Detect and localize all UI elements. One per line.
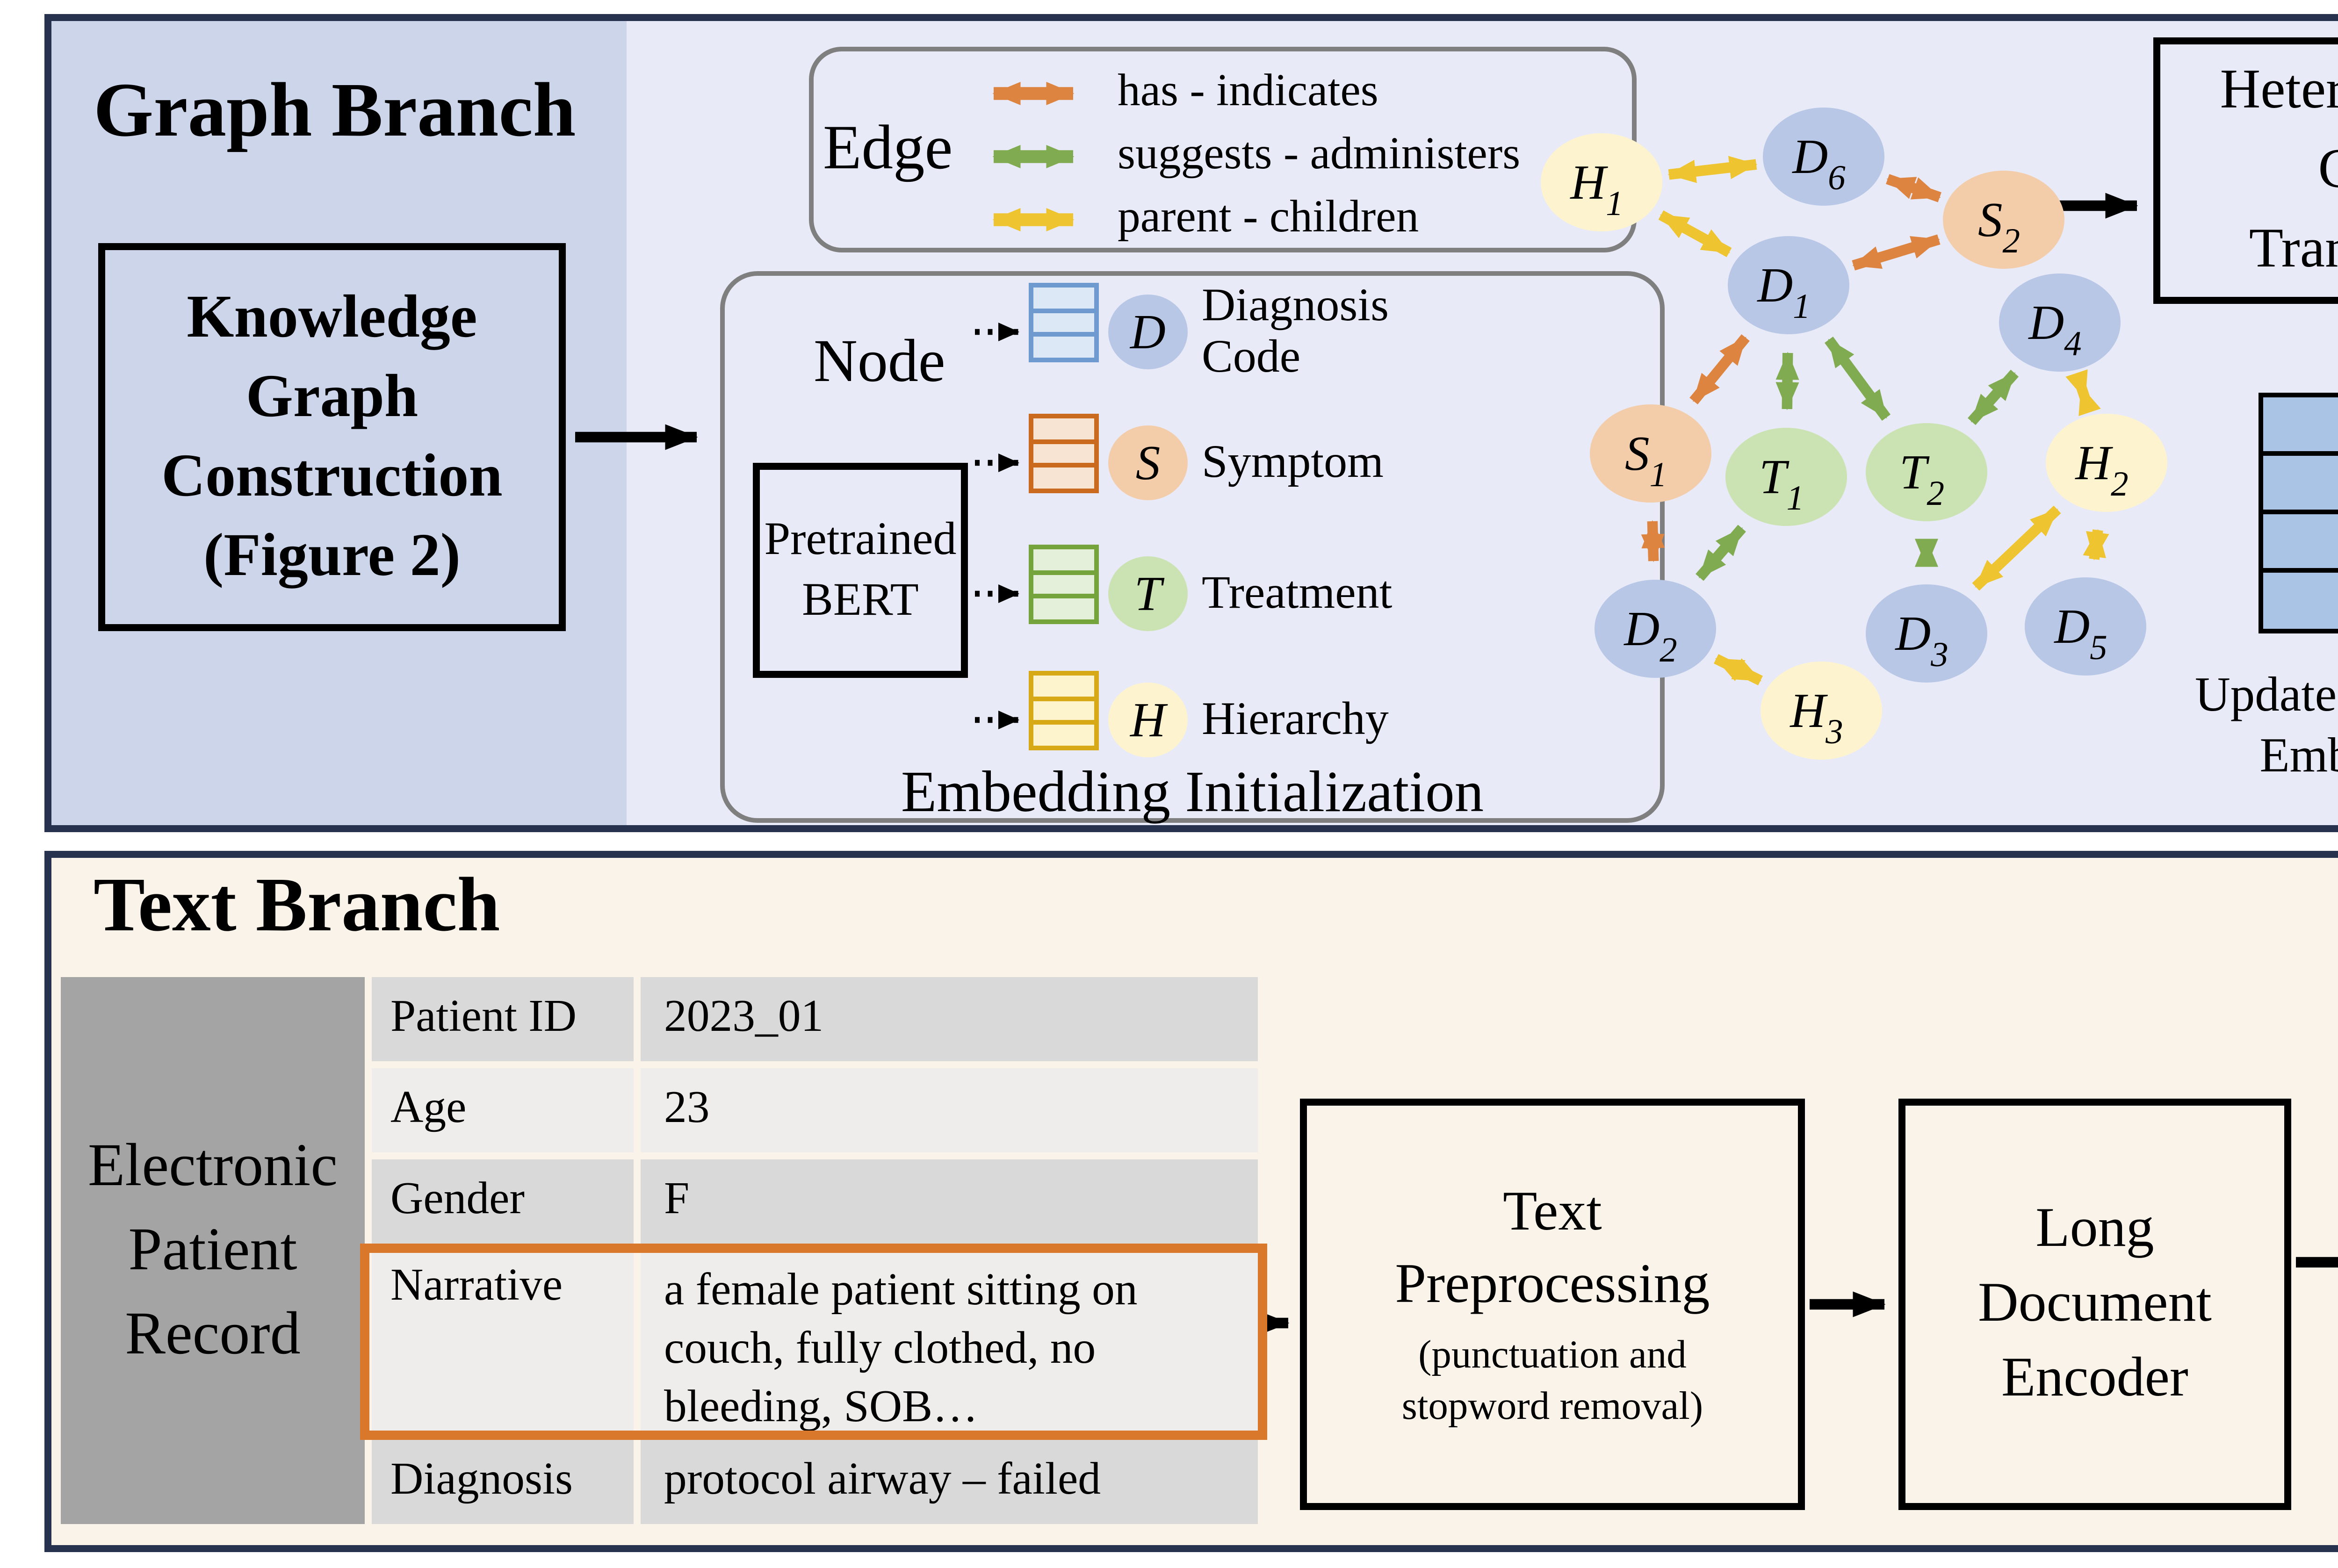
edge-legend-rows: has - indicates suggests - administers par… (963, 61, 1520, 250)
table-value-patient-id: 2023_01 (641, 977, 1258, 1061)
t-type-label: Treatment (1202, 568, 1393, 619)
table-label-patient-id: Patient ID (372, 977, 634, 1061)
text-preprocessing-box: Text Preprocessing (punctuation and stop… (1300, 1099, 1805, 1510)
d-node-letter: D (1108, 295, 1188, 369)
electronic-patient-record-cell: Electronic Patient Record (61, 977, 365, 1524)
table-label-gender: Gender (372, 1159, 634, 1244)
long-document-encoder-box: Long Document Encoder (1898, 1099, 2291, 1510)
t-embedding-stack-icon (1029, 545, 1099, 624)
edge-legend-row: suggests - administers (963, 124, 1520, 187)
h-node-letter: H (1108, 683, 1188, 757)
diagnosis-embedding-stack: D*1D*2...D*L (2259, 393, 2338, 633)
edge-legend-label: parent - children (1118, 193, 1419, 242)
table-value-age: 23 (641, 1068, 1258, 1152)
dstack-row-3: D*L (2259, 568, 2338, 633)
text-branch-title: Text Branch (94, 865, 500, 949)
h-embedding-stack-icon (1029, 671, 1099, 750)
edge-legend-label: has - indicates (1118, 66, 1378, 116)
knowledge-graph-construction-box: Knowledge Graph Construction (Figure 2) (98, 243, 566, 631)
edge-legend-row: parent - children (963, 187, 1520, 250)
edge-legend-title: Edge (823, 112, 953, 182)
narrative-highlight-border (360, 1244, 1267, 1440)
table-value-diagnosis: protocol airway – failed (641, 1440, 1258, 1524)
dstack-row-2: ... (2259, 510, 2338, 574)
edge-legend-label: suggests - administers (1118, 129, 1521, 179)
dstack-caption: Updated Diagnosis Embeddings (2194, 666, 2338, 783)
dstack-row-0: D*1 (2259, 393, 2338, 457)
t-node-letter: T (1108, 556, 1188, 631)
graph-branch-left-strip (51, 21, 627, 825)
s-node-letter: S (1108, 425, 1188, 500)
suggests-administers-arrow-icon (992, 144, 1075, 167)
table-label-diagnosis: Diagnosis (372, 1440, 634, 1524)
table-label-age: Age (372, 1068, 634, 1152)
h-type-label: Hierarchy (1202, 694, 1389, 746)
table-value-narrative: a female patient sitting on couch, fully… (641, 1251, 1258, 1433)
pretrained-bert-box: Pretrained BERT (753, 463, 968, 678)
d-type-label: Diagnosis Code (1202, 281, 1389, 383)
embedding-init-caption: Embedding Initialization (901, 762, 1484, 825)
s-embedding-stack-icon (1029, 414, 1099, 493)
graph-branch-title: Graph Branch (94, 70, 576, 154)
dstack-row-1: D*2 (2259, 451, 2338, 516)
text-preprocessing-label: Text Preprocessing (1395, 1181, 1710, 1315)
d-embedding-stack-icon (1029, 283, 1099, 362)
table-label-narrative: Narrative (372, 1251, 634, 1433)
edge-legend-row: has - indicates (963, 61, 1520, 124)
has-indicates-arrow-icon (992, 80, 1075, 104)
s-type-label: Symptom (1202, 437, 1384, 489)
parent-children-arrow-icon (992, 207, 1075, 230)
graph-transformer-box: Heterogeneous Graph Transformer (2153, 37, 2338, 304)
node-panel-title: Node (814, 327, 945, 395)
text-preprocessing-note: (punctuation and stopword removal) (1401, 1331, 1703, 1427)
table-value-gender: F (641, 1159, 1258, 1244)
